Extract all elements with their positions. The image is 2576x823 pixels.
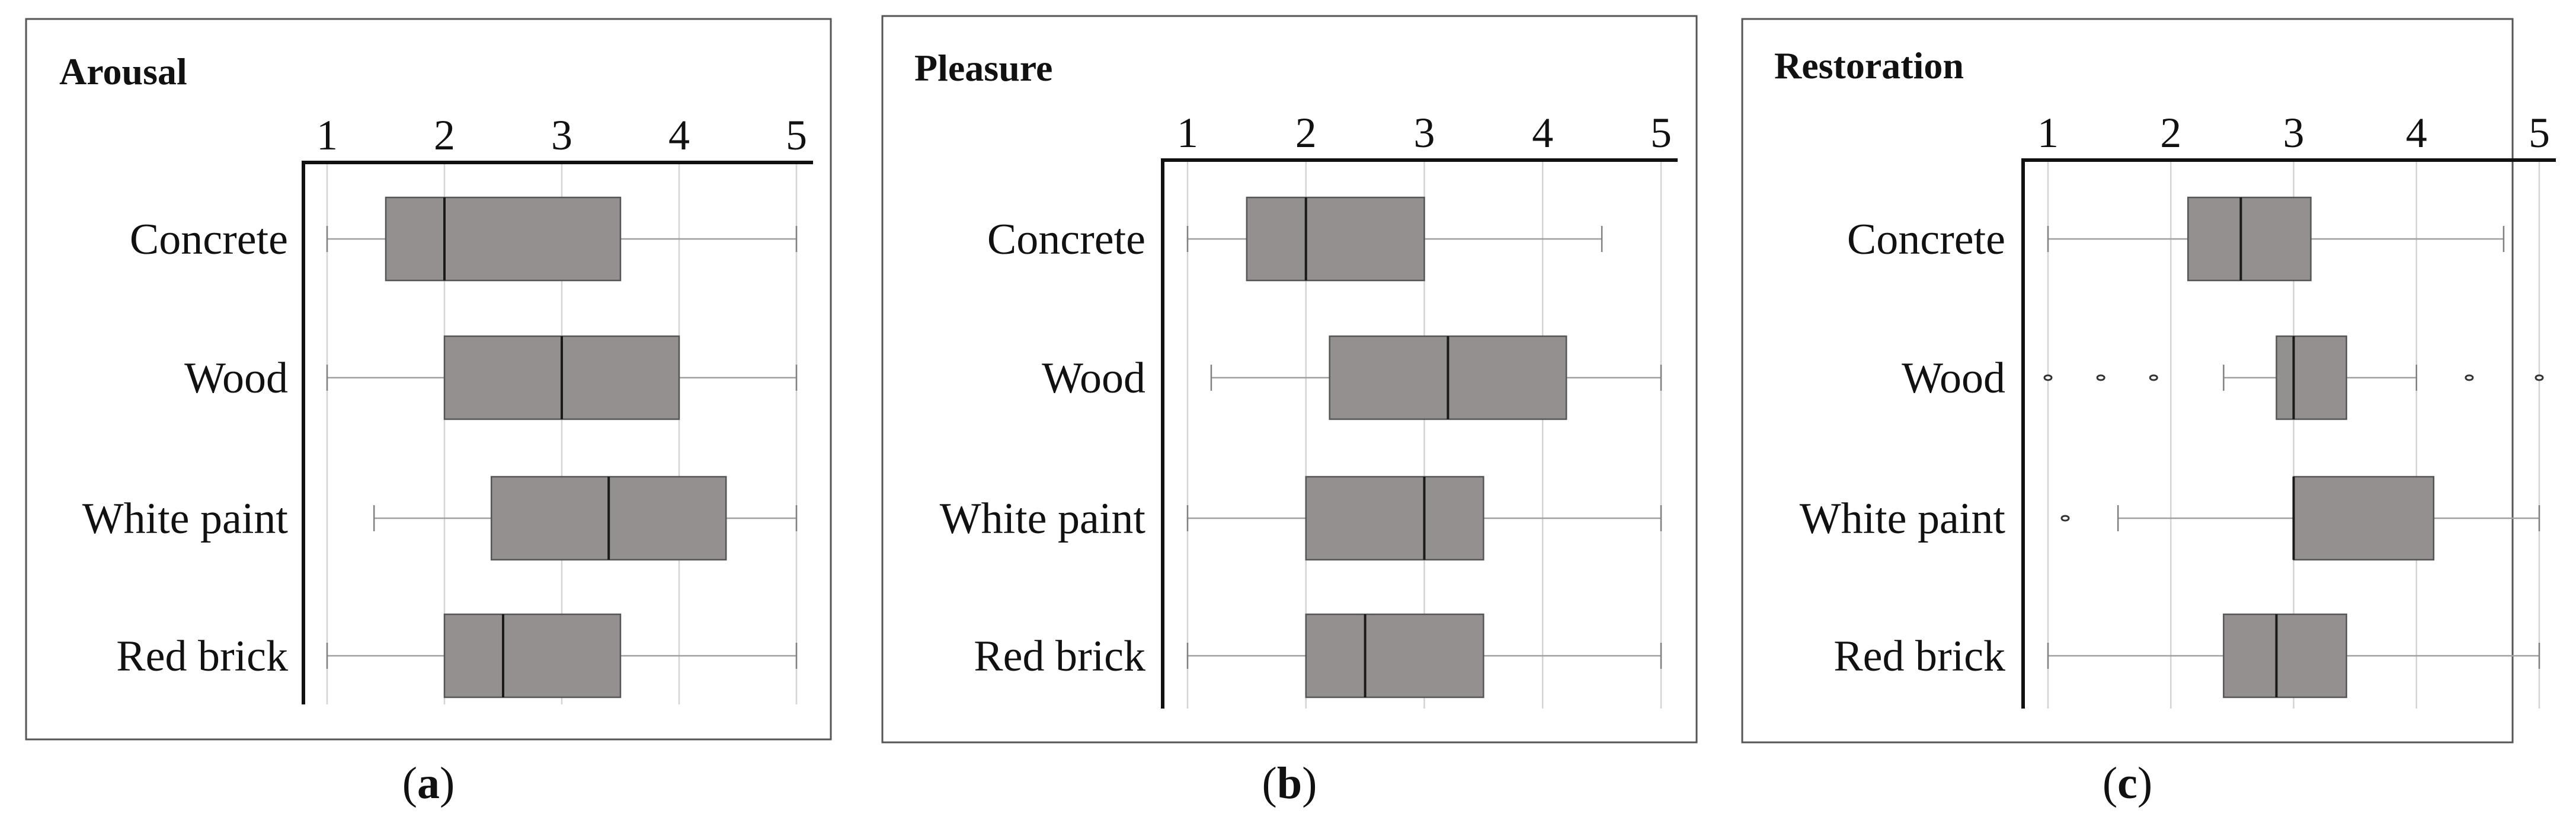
box-iqr — [1246, 196, 1425, 282]
x-tick-label: 3 — [1414, 109, 1435, 157]
x-tick-label: 4 — [668, 111, 690, 159]
category-label: Concrete — [1847, 215, 2005, 264]
box-iqr — [2276, 335, 2347, 420]
panel-frame — [1741, 18, 2514, 744]
box-iqr — [385, 196, 622, 282]
outlier-point — [2535, 374, 2544, 381]
x-tick-label: 1 — [316, 111, 338, 159]
box-iqr — [1305, 613, 1484, 698]
panel-caption: (a) — [402, 758, 455, 808]
category-label: Wood — [1042, 354, 1145, 403]
panel-title: Pleasure — [914, 47, 1052, 89]
panel-caption: (b) — [1262, 758, 1317, 808]
outlier-point — [2043, 374, 2053, 381]
x-tick-label: 3 — [551, 111, 572, 159]
x-tick-label: 2 — [2160, 109, 2181, 157]
outlier-point — [2096, 374, 2105, 381]
x-tick-label: 1 — [1177, 109, 1198, 157]
outlier-point — [2060, 515, 2070, 522]
category-label: Concrete — [987, 215, 1145, 264]
category-label: White paint — [82, 495, 289, 543]
category-label: Red brick — [974, 632, 1145, 681]
panel-title: Restoration — [1774, 44, 1964, 87]
box-iqr — [2223, 613, 2347, 698]
x-tick-label: 3 — [2283, 109, 2305, 157]
category-label: White paint — [1800, 495, 2006, 543]
panel-frame — [25, 18, 832, 741]
x-tick-label: 5 — [1650, 109, 1672, 157]
category-label: Wood — [184, 354, 288, 403]
x-tick-label: 1 — [2037, 109, 2059, 157]
box-iqr — [443, 613, 622, 698]
x-tick-label: 5 — [2529, 109, 2550, 157]
category-label: Red brick — [116, 632, 288, 681]
box-iqr — [1305, 476, 1484, 561]
x-tick-label: 2 — [434, 111, 455, 159]
x-tick-label: 2 — [1295, 109, 1317, 157]
box-iqr — [2187, 196, 2312, 282]
x-tick-label: 5 — [786, 111, 807, 159]
outlier-point — [2465, 374, 2474, 381]
panel-title: Arousal — [59, 50, 187, 92]
category-label: Concrete — [130, 215, 288, 264]
box-iqr — [2293, 476, 2435, 561]
outlier-point — [2149, 374, 2158, 381]
x-tick-label: 4 — [2406, 109, 2427, 157]
category-label: White paint — [940, 495, 1146, 543]
category-label: Red brick — [1833, 632, 2005, 681]
x-tick-label: 4 — [1532, 109, 1553, 157]
panel-caption: (c) — [2103, 758, 2152, 808]
category-label: Wood — [1902, 354, 2005, 403]
